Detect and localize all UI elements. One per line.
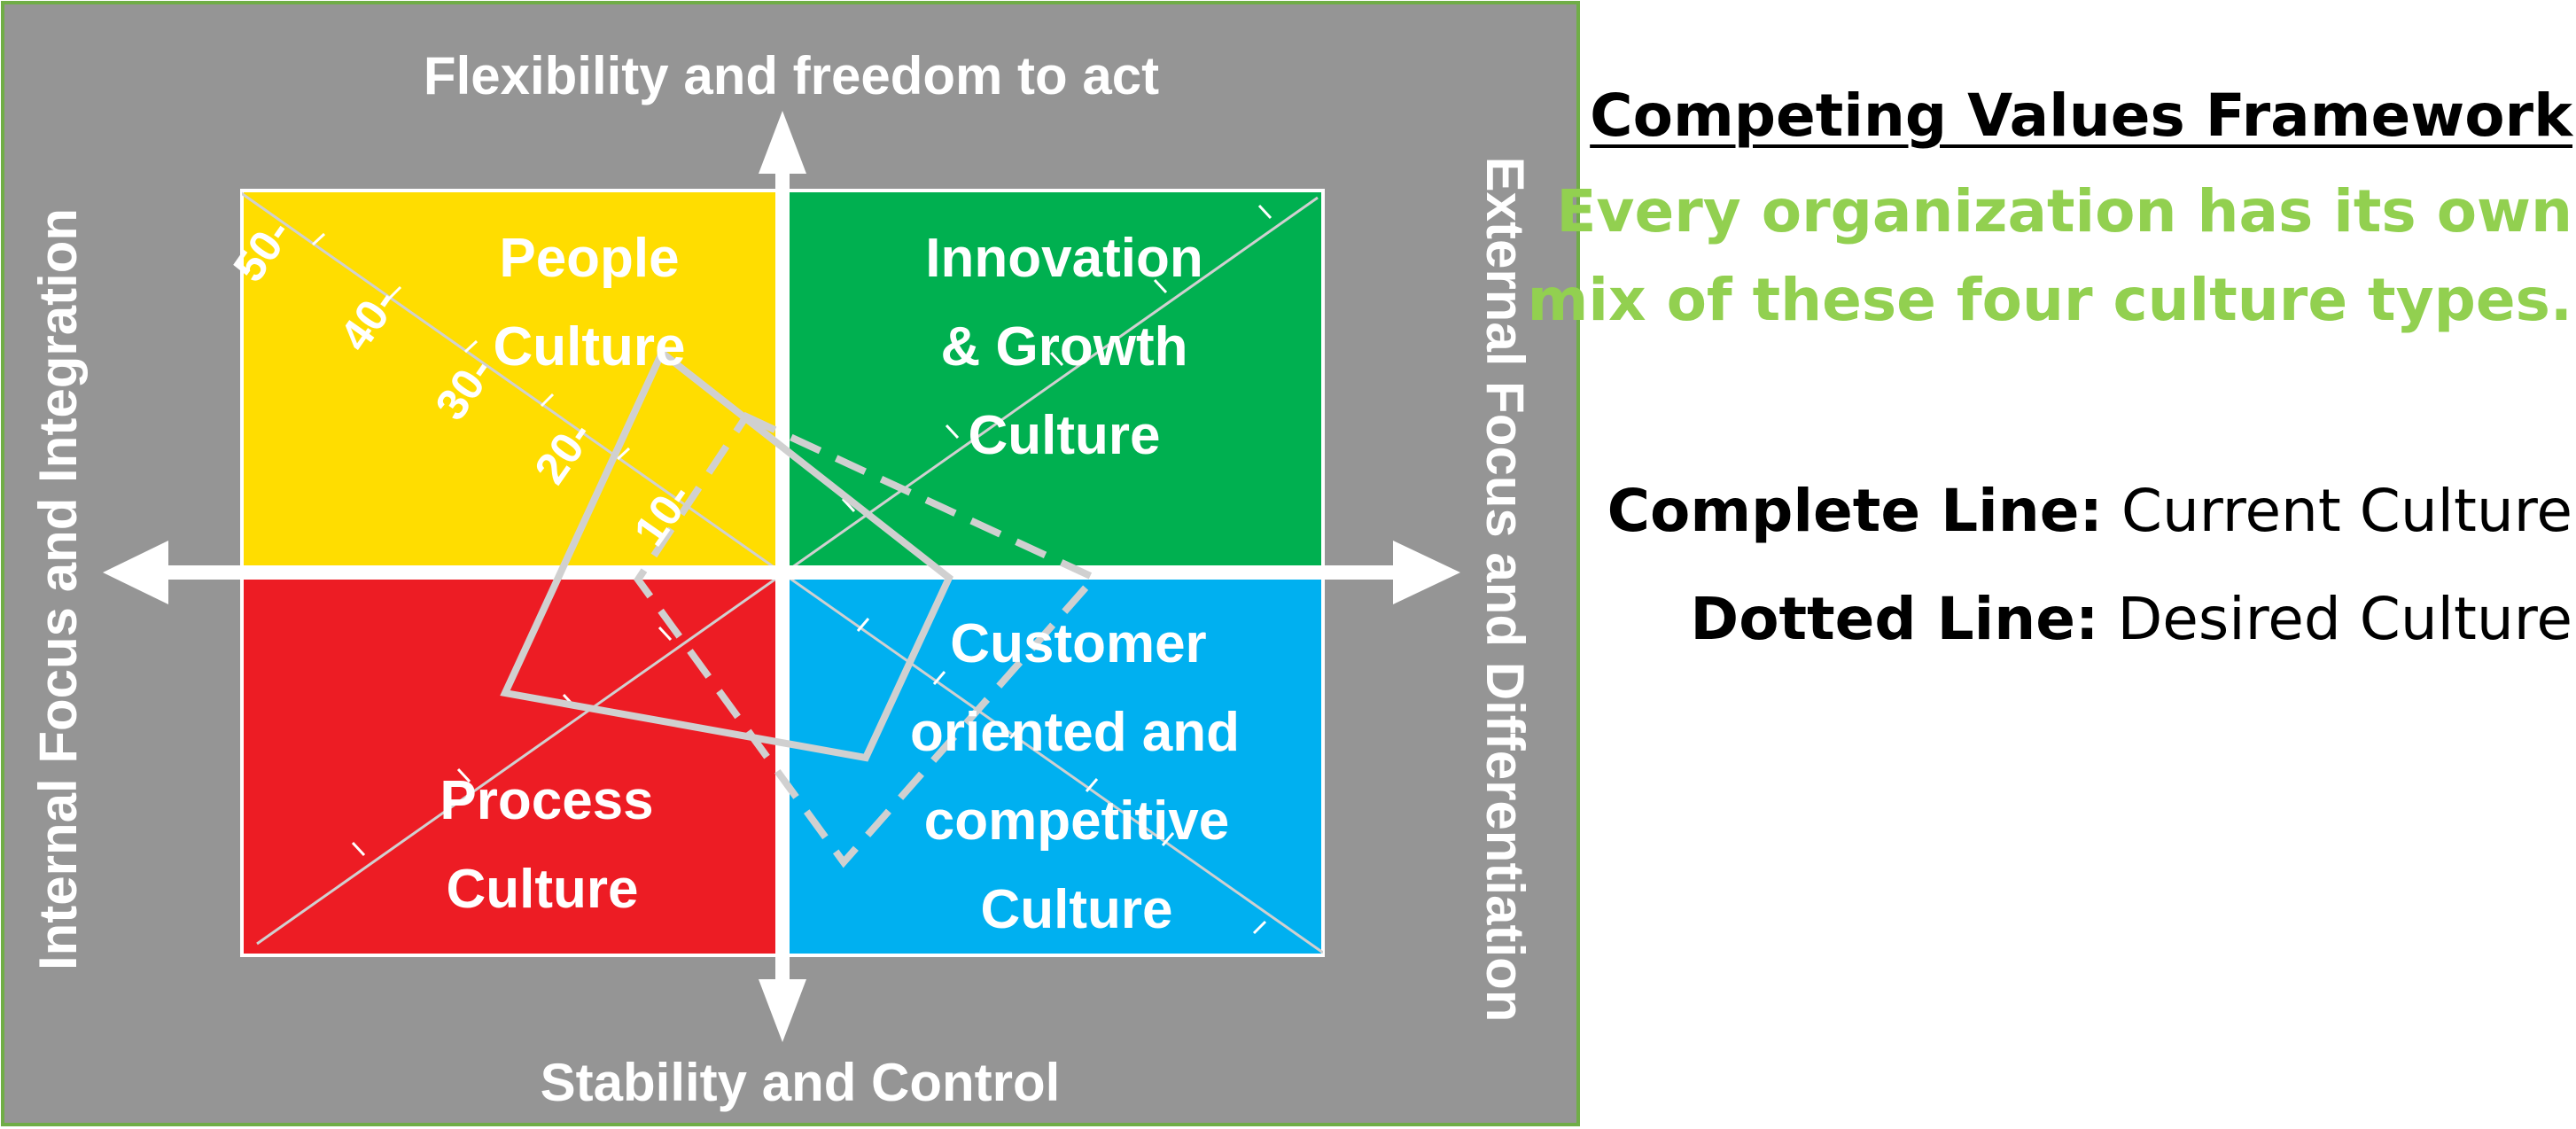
diagonal-tick xyxy=(1153,278,1168,294)
diagonal-tick xyxy=(1085,778,1099,792)
diagonal-tick xyxy=(311,232,326,246)
axis-label-top: Flexibility and freedom to act xyxy=(424,46,1159,105)
quadrant-label-customer-line-4: Culture xyxy=(981,879,1173,940)
quadrant-label-process-line-2: Culture xyxy=(447,859,639,920)
diagonal-tick xyxy=(1049,351,1064,367)
diagonal-tick xyxy=(658,626,673,642)
axis-label-left: Internal Focus and Integration xyxy=(28,208,88,970)
diagonal-tick xyxy=(1161,832,1175,846)
legend-key: Complete Line: xyxy=(1607,477,2103,545)
quadrant-label-people-line-2: Culture xyxy=(494,316,686,378)
diagonal-tick xyxy=(1257,204,1272,220)
current-culture-profile xyxy=(500,346,953,762)
arrow-left-icon xyxy=(103,541,168,604)
quadrant-label-people-line-1: People xyxy=(499,228,679,289)
legend-current-culture: Complete Line: Current Culture xyxy=(1607,477,2572,545)
diagonal-tick xyxy=(856,618,870,632)
quadrant-label-process-line-1: Process xyxy=(440,770,653,831)
legend-value: Current Culture xyxy=(2121,477,2572,545)
diagonal-tick xyxy=(351,841,366,857)
legend-desired-culture: Dotted Line: Desired Culture xyxy=(1690,585,2572,653)
desired-culture-profile xyxy=(634,411,1101,868)
diagonal-tick xyxy=(387,285,402,300)
axis-label-right: External Focus and Differentiation xyxy=(1475,157,1535,1023)
subtitle-line-2: mix of these four culture types. xyxy=(1527,266,2572,334)
quadrant-label-innovation-line-2: & Growth xyxy=(941,316,1188,378)
quadrant-label-customer-line-1: Customer xyxy=(950,613,1206,674)
quadrant-innovation-growth-culture xyxy=(782,191,1323,572)
diagonal-tick xyxy=(945,424,960,440)
quadrant-label-innovation-line-1: Innovation xyxy=(925,228,1202,289)
quadrant-label-innovation-line-3: Culture xyxy=(969,405,1161,466)
diagonal-tick xyxy=(1008,725,1023,739)
quadrant-label-customer-line-2: oriented and xyxy=(910,702,1240,763)
diagonal-tick xyxy=(463,339,479,354)
quadrant-label-customer-line-3: competitive xyxy=(924,790,1230,852)
horizontal-axis-shaft xyxy=(149,565,1425,580)
framework-title: Competing Values Framework xyxy=(1590,82,2572,150)
competing-values-diagram: People Culture Innovation & Growth Cultu… xyxy=(1,1,1580,1126)
arrow-down-icon xyxy=(759,979,806,1042)
subtitle-line-1: Every organization has its own xyxy=(1556,177,2572,245)
diagonal-tick xyxy=(841,497,856,513)
diagonal-tick xyxy=(456,767,471,783)
axis-label-bottom: Stability and Control xyxy=(541,1053,1061,1112)
diagonal-tick xyxy=(616,447,631,461)
arrow-right-icon xyxy=(1393,541,1460,604)
diagonal-tick xyxy=(1252,920,1267,935)
legend-value: Desired Culture xyxy=(2117,585,2572,653)
side-panel: Competing Values Framework Every organiz… xyxy=(1528,0,2576,1129)
diagonal-tick-marks xyxy=(311,204,1272,935)
legend-key: Dotted Line: xyxy=(1690,585,2099,653)
diagonal-tick xyxy=(932,671,946,685)
arrow-up-icon xyxy=(759,111,806,174)
diagonal-tick xyxy=(540,393,555,408)
